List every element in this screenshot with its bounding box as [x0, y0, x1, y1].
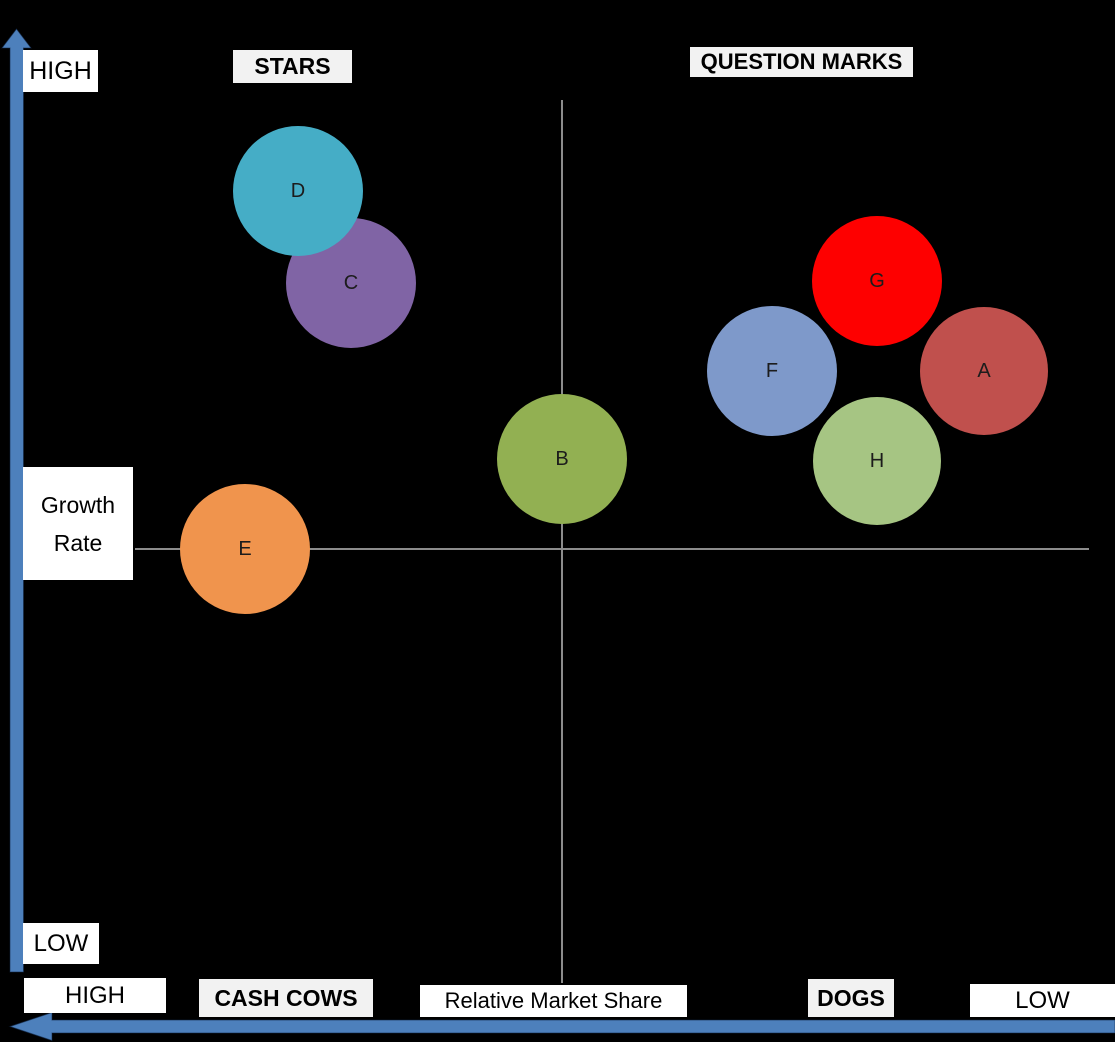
- bubble-H: H: [813, 397, 941, 525]
- quadrant-label-question-marks: QUESTION MARKS: [690, 47, 913, 77]
- y-axis-title: Growth Rate: [23, 467, 133, 580]
- y-axis-arrow-icon: [0, 28, 33, 973]
- x-axis-high-label: HIGH: [24, 978, 166, 1013]
- bubble-D: D: [233, 126, 363, 256]
- bubble-label: A: [977, 359, 991, 382]
- bubble-label: E: [238, 537, 252, 560]
- y-axis-high-label: HIGH: [23, 50, 98, 92]
- bubble-label: G: [869, 269, 885, 292]
- bubble-label: F: [765, 359, 779, 382]
- bubble-E: E: [180, 484, 310, 614]
- bubble-A: A: [920, 307, 1048, 435]
- x-axis-low-label: LOW: [970, 984, 1115, 1017]
- quadrant-label-dogs: DOGS: [808, 979, 894, 1017]
- quadrant-divider-vertical: [561, 100, 563, 983]
- x-axis-title: Relative Market Share: [420, 985, 687, 1017]
- bubble-G: G: [812, 216, 942, 346]
- quadrant-divider-horizontal: [135, 548, 1089, 550]
- bubble-label: D: [290, 179, 306, 202]
- bubble-label: C: [343, 271, 359, 294]
- x-axis-arrow-icon: [8, 1011, 1115, 1042]
- bubble-B: B: [497, 394, 627, 524]
- bubble-label: B: [555, 447, 569, 470]
- bubble-label: H: [869, 449, 885, 472]
- y-axis-low-label: LOW: [23, 923, 99, 964]
- quadrant-label-cash-cows: CASH COWS: [199, 979, 373, 1017]
- bubble-F: F: [707, 306, 837, 436]
- quadrant-label-stars: STARS: [233, 50, 352, 83]
